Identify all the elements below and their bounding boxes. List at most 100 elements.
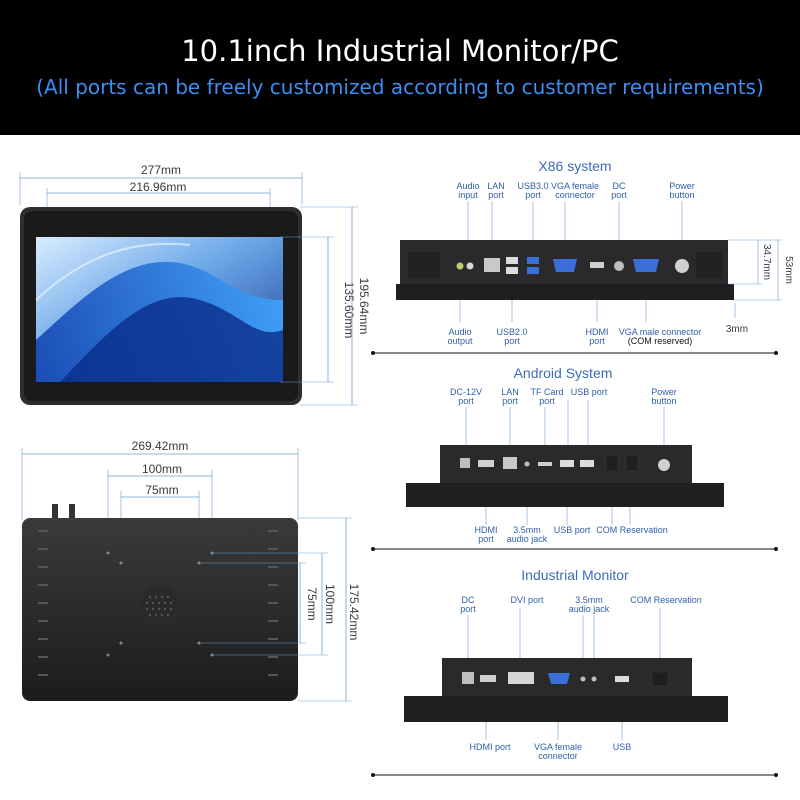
x86-label-audio-output: Audio — [448, 327, 471, 337]
android-label-usb-top: USB port — [571, 387, 608, 397]
x86-dim-depth: 34.7mm — [761, 244, 772, 280]
dim-front-width: 277mm — [141, 163, 181, 177]
android-port-audio — [524, 461, 530, 467]
android-title: Android System — [514, 365, 613, 381]
x86-power-button — [675, 259, 689, 273]
header-banner: 10.1inch Industrial Monitor/PC (All port… — [0, 0, 800, 135]
x86-label-power: Power — [669, 181, 695, 191]
svg-text:port: port — [458, 396, 474, 406]
x86-label-audio-input: Audio — [456, 181, 479, 191]
svg-text:audio jack: audio jack — [507, 534, 548, 544]
svg-text:connector: connector — [538, 751, 578, 761]
android-label-com: COM Reservation — [596, 525, 668, 535]
svg-text:button: button — [669, 190, 694, 200]
x86-label-dc: DC — [613, 181, 626, 191]
industrial-port-dc — [462, 672, 474, 684]
industrial-port-hdmi — [480, 675, 496, 682]
industrial-label-audio: 3.5mm — [575, 595, 603, 605]
x86-port-usb20 — [506, 257, 518, 264]
x86-label-usb20: USB2.0 — [496, 327, 527, 337]
x86-label-hdmi: HDMI — [586, 327, 609, 337]
android-port-dc12v — [460, 458, 470, 468]
dim-front-inner-height: 135.60mm — [342, 282, 356, 339]
android-port-usb-1 — [560, 460, 574, 467]
antenna-right — [69, 504, 75, 524]
android-label-tf-card: TF Card — [530, 387, 563, 397]
rear-view: 269.42mm 100mm 75mm — [21, 439, 361, 702]
industrial-section: Industrial Monitor DC port DVI port 3.5m… — [371, 567, 778, 777]
dim-rear-vesa-75: 75mm — [145, 483, 178, 497]
android-port-lan — [503, 457, 517, 469]
dim-rear-vesa-100-vertical: 100mm — [323, 584, 337, 624]
industrial-title: Industrial Monitor — [521, 567, 629, 583]
front-view: 277mm 216.96mm 135.60mm 195.64mm — [19, 163, 371, 406]
industrial-port-dvi — [508, 672, 534, 684]
x86-port-dc — [614, 261, 624, 271]
svg-text:audio jack: audio jack — [569, 604, 610, 614]
industrial-label-vga-female: VGA female — [534, 742, 582, 752]
industrial-label-hdmi: HDMI port — [469, 742, 511, 752]
svg-text:input: input — [458, 190, 478, 200]
x86-dim-bezel: 3mm — [726, 324, 748, 335]
dim-rear-width: 269.42mm — [132, 439, 189, 453]
svg-text:(COM reserved): (COM reserved) — [628, 336, 693, 346]
dim-rear-height: 175.42mm — [347, 584, 361, 641]
svg-text:port: port — [504, 336, 520, 346]
industrial-port-audio-2 — [591, 676, 597, 682]
svg-text:connector: connector — [555, 190, 595, 200]
industrial-label-dvi: DVI port — [510, 595, 544, 605]
antenna-left — [52, 504, 58, 524]
speaker-grille — [140, 585, 180, 625]
android-com-reservation-1 — [605, 454, 619, 472]
dim-front-outer-height: 195.64mm — [357, 278, 371, 335]
x86-label-vga-male: VGA male connector — [619, 327, 702, 337]
x86-port-hdmi — [590, 262, 604, 268]
svg-text:port: port — [539, 396, 555, 406]
x86-port-lan — [484, 258, 500, 272]
svg-text:button: button — [651, 396, 676, 406]
android-section: Android System DC-12V port LAN port TF C… — [371, 365, 778, 551]
dim-front-inner-width: 216.96mm — [130, 180, 187, 194]
svg-text:port: port — [488, 190, 504, 200]
industrial-port-audio-1 — [580, 676, 586, 682]
svg-text:port: port — [502, 396, 518, 406]
industrial-label-usb: USB — [613, 742, 632, 752]
svg-text:output: output — [447, 336, 473, 346]
svg-text:port: port — [611, 190, 627, 200]
page-title: 10.1inch Industrial Monitor/PC — [181, 34, 619, 68]
dim-rear-vesa-100: 100mm — [142, 462, 182, 476]
industrial-port-vga-female — [548, 673, 570, 684]
industrial-com-reservation — [651, 671, 669, 687]
x86-title: X86 system — [538, 158, 611, 174]
svg-text:port: port — [525, 190, 541, 200]
android-label-usb-bottom: USB port — [554, 525, 591, 535]
svg-text:port: port — [478, 534, 494, 544]
dim-rear-vesa-75-vertical: 75mm — [305, 587, 319, 620]
industrial-label-com: COM Reservation — [630, 595, 702, 605]
android-com-reservation-2 — [625, 454, 639, 472]
industrial-label-dc: DC — [462, 595, 475, 605]
x86-port-audio-output — [456, 262, 464, 270]
x86-label-usb30: USB3.0 — [517, 181, 548, 191]
android-port-hdmi — [478, 460, 494, 467]
x86-port-vga-female — [553, 259, 577, 272]
android-label-audio: 3.5mm — [513, 525, 541, 535]
x86-port-audio-input — [466, 262, 474, 270]
page-subtitle: (All ports can be freely customized acco… — [36, 75, 764, 99]
x86-label-vga-female: VGA female — [551, 181, 599, 191]
x86-label-lan: LAN — [487, 181, 505, 191]
android-label-lan: LAN — [501, 387, 519, 397]
android-port-tf-card — [538, 462, 552, 466]
x86-section: X86 system Audio input LAN port USB3.0 p… — [371, 158, 794, 355]
svg-text:port: port — [460, 604, 476, 614]
x86-dim-total: 53mm — [783, 256, 794, 284]
svg-text:port: port — [589, 336, 605, 346]
x86-port-usb30 — [527, 257, 539, 264]
android-label-power: Power — [651, 387, 677, 397]
industrial-port-usb — [615, 676, 629, 682]
android-power-button — [658, 459, 670, 471]
android-label-hdmi: HDMI — [475, 525, 498, 535]
android-port-usb-2 — [580, 460, 594, 467]
android-label-dc12v: DC-12V — [450, 387, 482, 397]
